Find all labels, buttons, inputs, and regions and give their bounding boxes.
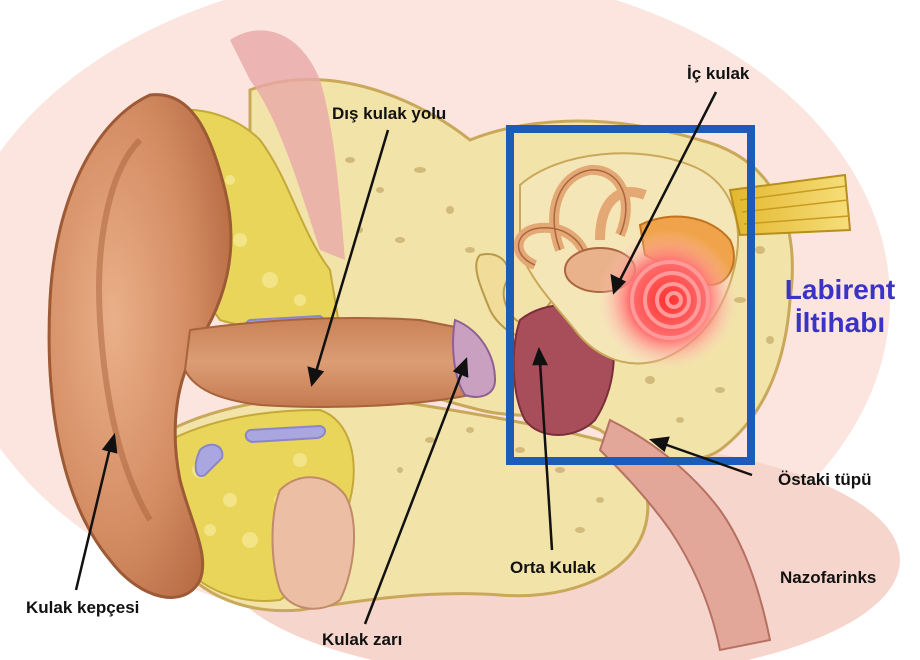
label-kulak-zari: Kulak zarı: [322, 630, 402, 650]
label-nazofarinks: Nazofarinks: [780, 568, 876, 588]
label-orta-kulak: Orta Kulak: [510, 558, 596, 578]
highlight-label-line-1: Labirent: [770, 273, 910, 306]
highlight-label: Labirent İltihabı: [770, 273, 910, 339]
highlight-label-line-2: İltihabı: [770, 306, 910, 339]
lower-tissue: [273, 477, 355, 608]
label-dis-kulak-yolu: Dış kulak yolu: [332, 104, 446, 124]
label-kulak-kepcesi: Kulak kepçesi: [26, 598, 139, 618]
label-ostaki-tupu: Östaki tüpü: [778, 470, 872, 490]
label-ic-kulak: İç kulak: [687, 64, 749, 84]
